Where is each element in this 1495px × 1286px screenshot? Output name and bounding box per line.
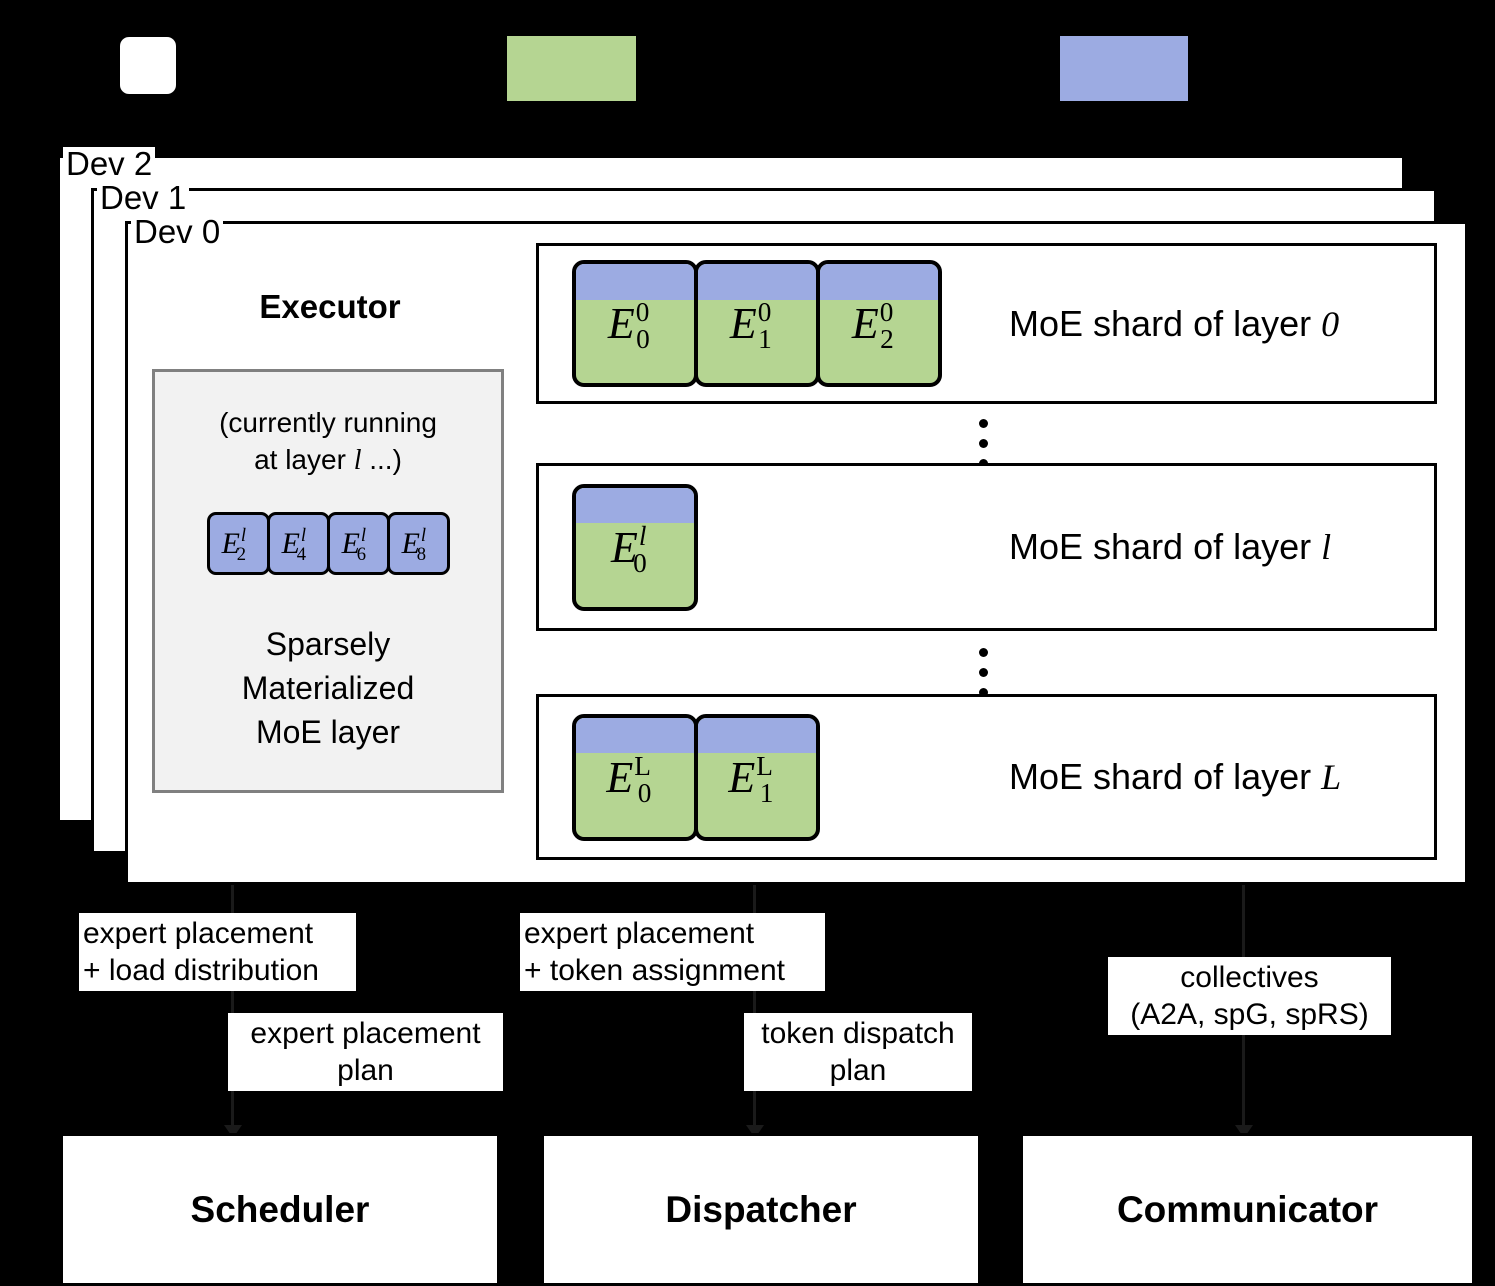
arrow-executor-to-scheduler: [231, 885, 234, 1135]
legend-swatch-materialized-expert: [507, 36, 636, 101]
annotation-dispatcher-output: token dispatch plan: [744, 1013, 972, 1091]
annotation-communicator: collectives (A2A, spG, spRS): [1108, 957, 1391, 1035]
expert-subscript: 1: [758, 324, 772, 355]
device-label-dev0: Dev 0: [131, 215, 224, 248]
vertical-ellipsis-icon: [979, 419, 988, 468]
component-box-communicator[interactable]: Communicator: [1020, 1133, 1475, 1286]
device-label-dev2: Dev 2: [63, 147, 156, 180]
executor-running-note: (currently running at layer l ...): [155, 404, 501, 479]
expert-superscript: l: [360, 524, 367, 546]
device-label-dev1: Dev 1: [97, 181, 190, 214]
expert-active-portion: [576, 717, 694, 754]
executor-running-layer: l: [353, 445, 362, 476]
executor-expert-box[interactable]: El4: [266, 512, 330, 575]
expert-superscript: l: [300, 524, 307, 546]
expert-base: E: [606, 752, 634, 802]
annotation-dispatcher-input: expert placement + token assignment: [520, 913, 825, 991]
expert-math-label: El0: [576, 488, 694, 607]
expert-base: E: [281, 526, 300, 560]
shard-caption-layer: l: [1321, 527, 1332, 567]
expert-active-portion: [698, 264, 816, 300]
expert-superscript: 0: [757, 297, 772, 328]
shard-expert-box[interactable]: EL0: [572, 713, 698, 841]
expert-active-portion: [576, 487, 694, 524]
vertical-ellipsis-icon: [979, 648, 988, 697]
shard-caption-layer: 0: [1321, 303, 1340, 344]
expert-subscript: 0: [637, 777, 652, 808]
shard-expert-box[interactable]: E01: [694, 260, 820, 387]
moe-shard-row-layer-L: EL0 EL1 MoE shard of layer L: [536, 694, 1437, 860]
expert-math-label: El8: [401, 524, 435, 565]
expert-base: E: [221, 526, 240, 560]
expert-base: E: [607, 299, 635, 348]
shard-caption: MoE shard of layer 0: [1009, 303, 1339, 345]
expert-math-label: E01: [698, 264, 816, 383]
shard-caption-prefix: MoE shard of layer: [1009, 756, 1322, 797]
expert-math-label: El6: [341, 524, 375, 565]
shard-expert-box[interactable]: E02: [816, 260, 942, 387]
expert-superscript: l: [240, 524, 247, 546]
moe-shard-row-layer-l: El0 MoE shard of layer l: [536, 463, 1437, 631]
executor-expert-box[interactable]: El2: [206, 512, 270, 575]
shard-expert-box[interactable]: E00: [572, 260, 698, 387]
executor-running-line2-post: ...): [361, 444, 402, 475]
expert-superscript: L: [634, 750, 651, 781]
expert-subscript: 4: [296, 543, 307, 565]
expert-active-portion: [698, 717, 816, 754]
component-box-dispatcher[interactable]: Dispatcher: [541, 1133, 981, 1286]
expert-active-portion: [820, 264, 938, 300]
shard-caption: MoE shard of layer L: [1009, 756, 1341, 798]
executor-expert-row: El2 El4 El6 El8: [155, 512, 501, 575]
shard-caption-layer: L: [1321, 757, 1342, 797]
moe-shard-row-layer-0: E00 E01 E02 MoE shard of layer 0: [536, 243, 1437, 404]
shard-expert-row: E00 E01 E02: [572, 260, 942, 387]
expert-superscript: 0: [635, 297, 650, 328]
shard-expert-row: EL0 EL1: [572, 713, 820, 841]
shard-caption-prefix: MoE shard of layer: [1009, 526, 1322, 567]
expert-subscript: 8: [416, 543, 427, 565]
shard-caption: MoE shard of layer l: [1009, 526, 1331, 568]
annotation-scheduler-input: expert placement + load distribution: [79, 913, 356, 991]
expert-math-label: El2: [221, 524, 255, 565]
component-box-scheduler[interactable]: Scheduler: [60, 1133, 500, 1286]
expert-superscript: l: [638, 520, 647, 551]
executor-expert-box[interactable]: El6: [326, 512, 390, 575]
expert-active-portion: [576, 264, 694, 300]
legend-swatch-free-slot: [120, 37, 176, 94]
shard-expert-box[interactable]: EL1: [694, 713, 820, 841]
executor-expert-box[interactable]: El8: [386, 512, 450, 575]
expert-math-label: El4: [281, 524, 315, 565]
shard-expert-box[interactable]: El0: [572, 483, 698, 611]
expert-base: E: [610, 522, 638, 572]
expert-math-label: EL1: [698, 718, 816, 837]
executor-panel: (currently running at layer l ...) El2 E…: [152, 369, 504, 793]
expert-base: E: [401, 526, 420, 560]
executor-running-line2-pre: at layer: [254, 444, 354, 475]
arrow-executor-to-dispatcher: [753, 885, 756, 1135]
expert-math-label: E00: [576, 264, 694, 383]
executor-caption: Sparsely Materialized MoE layer: [241, 626, 415, 750]
expert-base: E: [341, 526, 360, 560]
expert-subscript: 2: [880, 324, 894, 355]
expert-base: E: [729, 299, 757, 348]
shard-caption-prefix: MoE shard of layer: [1009, 302, 1322, 344]
expert-superscript: 0: [879, 297, 894, 328]
annotation-scheduler-output: expert placement plan: [228, 1013, 503, 1091]
expert-subscript: 6: [356, 543, 367, 565]
legend-swatch-active-expert: [1060, 36, 1188, 101]
expert-superscript: l: [420, 524, 427, 546]
expert-base: E: [728, 752, 756, 802]
executor-title: Executor: [259, 288, 401, 325]
expert-subscript: 0: [636, 324, 650, 355]
executor-running-line2: at layer l ...): [155, 441, 501, 479]
shard-expert-row: El0: [572, 483, 698, 611]
expert-subscript: 1: [759, 777, 774, 808]
expert-subscript: 0: [633, 547, 647, 578]
expert-math-label: EL0: [576, 718, 694, 837]
expert-subscript: 2: [236, 543, 247, 565]
expert-base: E: [851, 299, 879, 348]
executor-running-line1: (currently running: [219, 407, 437, 438]
expert-superscript: L: [756, 750, 773, 781]
expert-math-label: E02: [820, 264, 938, 383]
